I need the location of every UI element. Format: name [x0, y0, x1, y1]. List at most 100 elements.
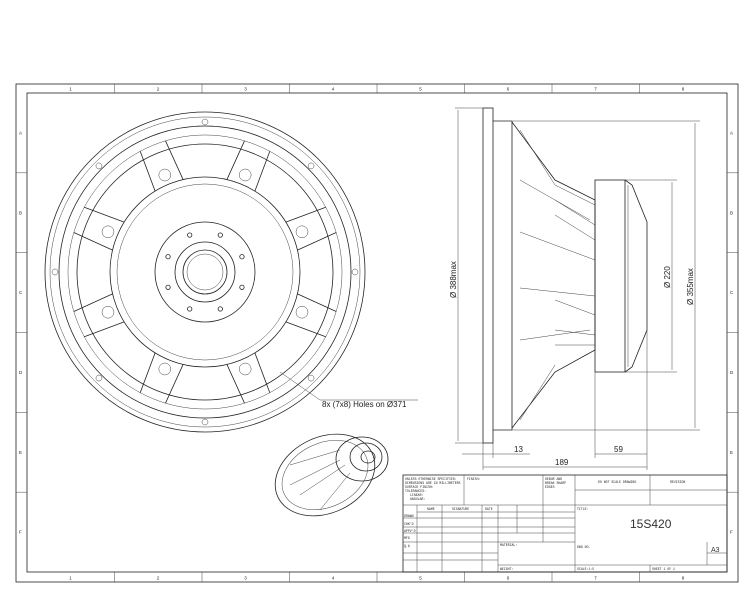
scale-label: SCALE:1:5	[577, 567, 594, 571]
terminal-boss	[101, 305, 115, 319]
basket-spoke	[226, 140, 271, 192]
front-view: 8x (7x8) Holes on Ø371	[44, 111, 418, 433]
grid-row-label: C	[730, 290, 734, 295]
magnet-bolt	[239, 284, 245, 290]
grid-row-label: E	[730, 450, 733, 455]
magnet-bolt	[239, 254, 245, 260]
grid-column-label: 7	[594, 576, 597, 581]
basket-spoke	[285, 293, 337, 338]
grid-column-label: 2	[157, 576, 160, 581]
dim-basket-diameter: Ø 355max	[686, 268, 695, 305]
terminal-boss	[101, 225, 115, 239]
terminal-boss	[158, 168, 172, 182]
grid-row-label: B	[730, 210, 733, 215]
col-name: NAME	[427, 507, 435, 511]
grid-row-label: D	[19, 370, 23, 375]
mounting-hole	[201, 418, 209, 426]
basket-spoke	[226, 352, 271, 404]
grid-row-label: F	[730, 530, 733, 535]
basket-spoke	[73, 206, 125, 251]
grid-column-label: 1	[69, 576, 72, 581]
drawing-title: 15S420	[630, 517, 672, 531]
dim-flange: 13	[514, 445, 523, 454]
grid-column-label: 6	[507, 87, 510, 92]
grid-column-label: 5	[419, 87, 422, 92]
do-not-scale: DO NOT SCALE DRAWING	[598, 480, 636, 484]
finish-label: FINISH:	[467, 477, 480, 481]
deburr-2: BREAK SHARP	[545, 481, 566, 485]
grid-row-label: A	[730, 130, 733, 135]
isometric-view	[274, 433, 389, 517]
grid-row-label: E	[19, 450, 22, 455]
terminal-boss	[295, 225, 309, 239]
terminal-boss	[238, 168, 252, 182]
row-drawn: DRAWN	[404, 514, 414, 518]
material-label: MATERIAL:	[500, 543, 517, 547]
sheet-size: A3	[711, 547, 720, 554]
dwg-no-label: DWG NO.	[577, 545, 590, 549]
weight-label: WEIGHT:	[500, 567, 513, 571]
grid-row-label: F	[19, 530, 22, 535]
magnet-bolt	[217, 232, 223, 238]
grid-row-label: B	[19, 210, 22, 215]
grid-row-label: C	[19, 290, 23, 295]
revision-label: REVISION	[670, 480, 685, 484]
grid-column-label: 6	[507, 576, 510, 581]
basket-spoke	[285, 206, 337, 251]
note-5: LINEAR:	[410, 493, 423, 497]
sheet-label: SHEET 1 OF 1	[652, 567, 675, 571]
magnet-bolt	[165, 254, 171, 260]
dim-magnet-diameter: Ø 220	[663, 266, 672, 288]
terminal-boss	[158, 362, 172, 376]
basket-spoke	[139, 140, 184, 192]
mounting-hole	[95, 374, 103, 382]
dim-outer-diameter: Ø 388max	[449, 261, 458, 298]
col-signature: SIGNATURE	[452, 507, 469, 511]
grid-column-label: 5	[419, 576, 422, 581]
dim-magnet-depth: 59	[614, 445, 623, 454]
grid-row-label: D	[730, 370, 734, 375]
note-2: DIMENSIONS ARE IN MILLIMETERS	[405, 481, 461, 485]
dim-overall-depth: 189	[555, 458, 569, 467]
basket-spoke	[139, 352, 184, 404]
mounting-hole	[307, 374, 315, 382]
grid-column-label: 8	[682, 576, 685, 581]
row-appvd: APPV'D	[404, 529, 416, 533]
grid-row-label: A	[19, 130, 22, 135]
grid-column-label: 7	[594, 87, 597, 92]
magnet-bolt	[165, 284, 171, 290]
grid-column-label: 3	[244, 576, 247, 581]
note-6: ANGULAR:	[410, 497, 425, 501]
grid-column-label: 3	[244, 87, 247, 92]
note-1: UNLESS OTHERWISE SPECIFIED:	[405, 477, 457, 481]
mounting-hole	[201, 118, 209, 126]
grid-column-label: 4	[332, 87, 335, 92]
grid-column-label: 2	[157, 87, 160, 92]
magnet-bolt	[217, 306, 223, 312]
terminal-boss	[238, 362, 252, 376]
title-label: TITLE:	[577, 507, 589, 511]
row-qa: Q.A	[404, 544, 410, 548]
outer-border	[15, 83, 739, 583]
magnet-bolt	[187, 232, 193, 238]
row-mfg: MFG	[404, 536, 410, 540]
mounting-hole	[95, 162, 103, 170]
note-4: TOLERANCES:	[405, 489, 426, 493]
mounting-hole	[51, 268, 59, 276]
row-chkd: CHK'D	[404, 522, 414, 526]
hole-note: 8x (7x8) Holes on Ø371	[322, 400, 407, 409]
grid-column-label: 1	[69, 87, 72, 92]
mounting-hole	[307, 162, 315, 170]
side-view: Ø 388max Ø 355max Ø 220 13 59 189	[449, 107, 700, 470]
deburr-3: EDGES	[545, 485, 555, 489]
terminal-boss	[295, 305, 309, 319]
grid-column-label: 8	[682, 87, 685, 92]
basket-spoke	[73, 293, 125, 338]
mounting-hole	[351, 268, 359, 276]
note-3: SURFACE FINISH:	[405, 485, 434, 489]
col-date: DATE	[485, 507, 493, 511]
magnet-bolt	[187, 306, 193, 312]
grid-column-label: 4	[332, 576, 335, 581]
